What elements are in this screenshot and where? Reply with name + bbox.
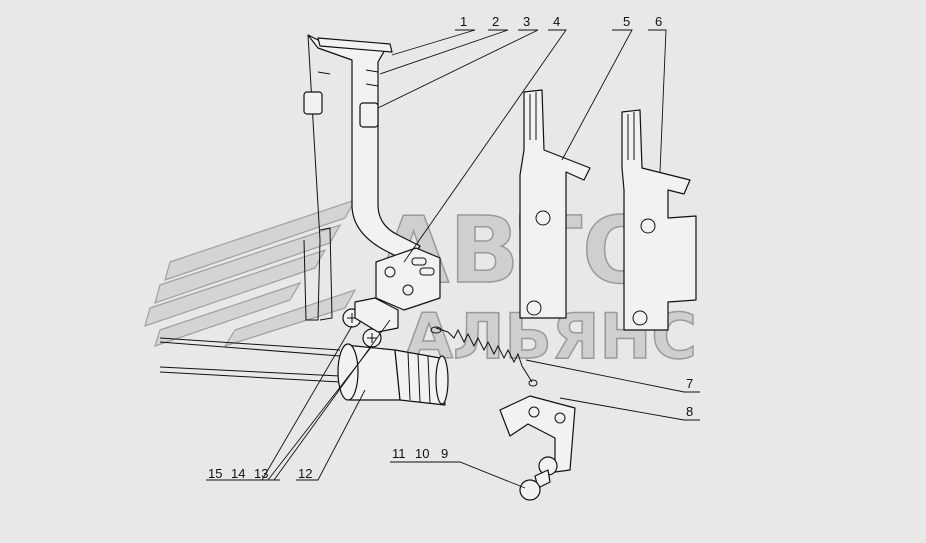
callout-8: 8 [686,404,693,419]
callout-11: 11 [392,446,406,461]
callout-12: 12 [298,466,312,481]
leader-lines [206,29,700,489]
cylinder-assembly [159,337,449,406]
callout-14: 14 [231,466,245,481]
callout-3: 3 [523,14,530,29]
watermark-logo [144,198,357,348]
callout-15: 15 [208,466,222,481]
callout-10: 10 [415,446,429,461]
callout-4: 4 [553,14,560,29]
callout-1: 1 [460,14,467,29]
ball-joint [519,456,558,501]
callout-6: 6 [655,14,662,29]
callout-9: 9 [441,446,448,461]
spring [430,326,538,387]
callout-7: 7 [686,376,693,391]
callout-2: 2 [492,14,499,29]
lever-bracket [499,395,576,473]
bracket-5 [519,89,591,319]
callout-5: 5 [623,14,630,29]
callout-13: 13 [254,466,268,481]
fasteners [342,297,399,348]
bracket-6 [621,109,697,331]
